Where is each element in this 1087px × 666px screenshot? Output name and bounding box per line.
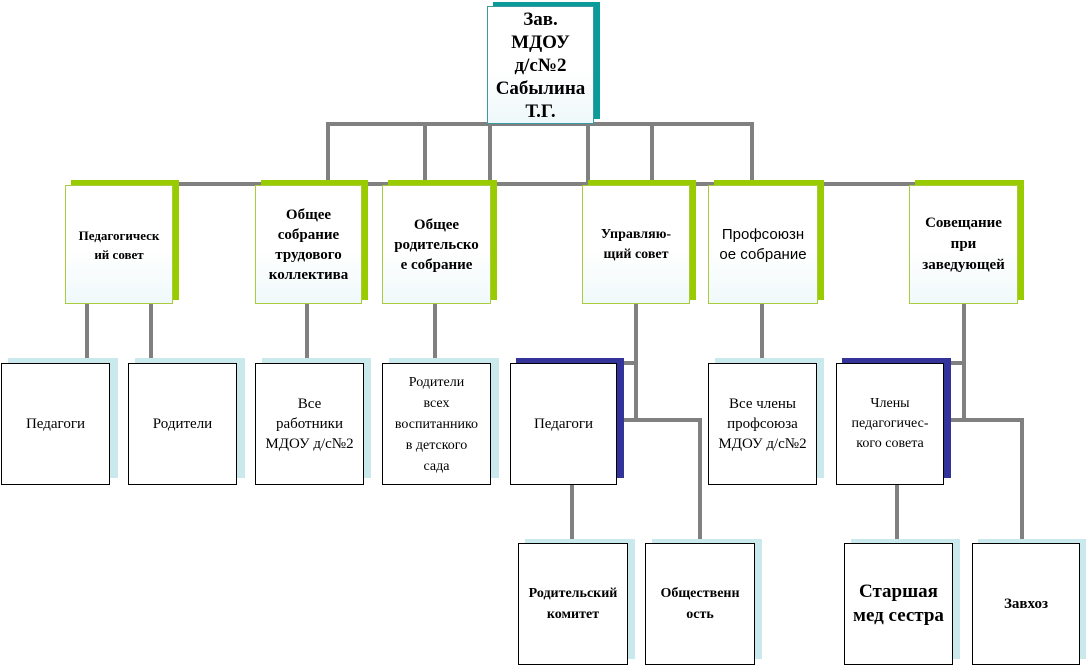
council-label: Общее собрание трудового коллектива (268, 206, 349, 283)
member-box: Родители всех воспитаннико в детского са… (382, 363, 491, 485)
member-box: Все работники МДОУ д/с№2 (255, 363, 364, 485)
sub-member-label: Родительский комитет (528, 586, 618, 622)
council-box: Управляю- щий совет (582, 185, 690, 304)
member-box: Родители (128, 363, 237, 485)
council-box: Совещание при заведующей (909, 185, 1018, 304)
council-label: Педагогическ ий совет (78, 227, 160, 262)
member-box: Педагоги (1, 363, 110, 485)
connector-council-6 (962, 303, 1024, 543)
council-box: Педагогическ ий совет (65, 185, 173, 304)
council-box: Общее собрание трудового коллектива (255, 185, 362, 304)
sub-member-box: Старшая мед сестра (844, 543, 953, 665)
member-box: Все члены профсоюза МДОУ д/с№2 (708, 363, 817, 485)
council-label: Общее родительско е собрание (394, 216, 479, 273)
member-label: Педагоги (25, 416, 86, 432)
member-label: Родители (152, 416, 213, 432)
connector-council-4 (634, 303, 702, 543)
sub-member-label: Завхоз (1004, 596, 1048, 612)
root-label: Зав. МДОУ д/с№2 Сабылина Т.Г. (495, 8, 586, 122)
member-label: Все работники МДОУ д/с№2 (265, 396, 354, 452)
member-label: Члены педагогичес- кого совета (851, 396, 929, 451)
member-label: Педагоги (533, 416, 594, 432)
council-label: Совещание при заведующей (922, 215, 1005, 273)
member-label: Все члены профсоюза МДОУ д/с№2 (718, 396, 807, 452)
sub-member-box: Родительский комитет (518, 543, 628, 665)
member-box: Члены педагогичес- кого совета (836, 363, 944, 485)
council-box: Профсоюзн ое собрание (708, 185, 818, 304)
sub-member-box: Завхоз (972, 543, 1080, 665)
council-label: Управляю- щий совет (600, 226, 672, 262)
member-label: Родители всех воспитаннико в детского са… (394, 374, 479, 474)
sub-member-box: Общественн ость (645, 543, 755, 665)
sub-member-label: Старшая мед сестра (853, 581, 944, 626)
sub-member-label: Общественн ость (660, 586, 740, 622)
connector-root-bracket (326, 122, 754, 183)
root-box: Зав. МДОУ д/с№2 Сабылина Т.Г. (487, 6, 594, 124)
council-box: Общее родительско е собрание (382, 185, 491, 304)
council-label: Профсоюзн ое собрание (719, 225, 807, 263)
member-box: Педагоги (510, 363, 617, 485)
